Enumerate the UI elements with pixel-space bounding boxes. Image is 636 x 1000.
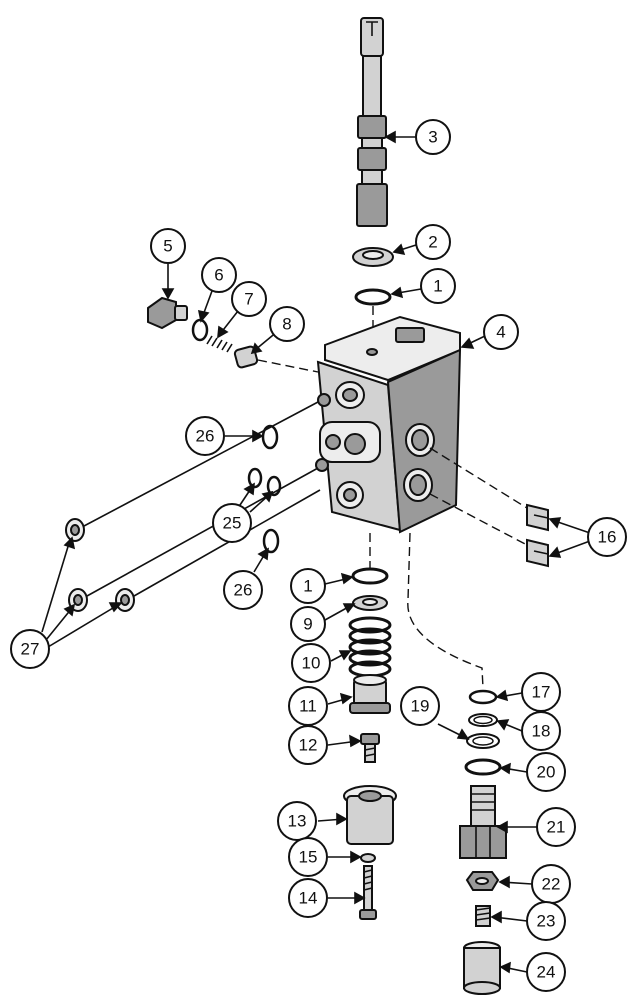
o-ring-top-part [354,288,392,306]
callout-20: 20 [526,752,566,792]
o-ring-small-part [191,318,209,342]
callout-2-label: 2 [428,233,437,252]
o-ring-17-part [468,689,498,705]
callout-19: 19 [400,686,440,726]
callout-12-label: 12 [299,736,318,755]
callout-8: 8 [269,306,305,342]
spring-10-part [348,616,392,678]
washer-15-part [360,853,376,863]
callout-1-top: 1 [420,268,456,304]
spring-small-part [206,335,233,353]
cap-24-part [463,941,501,995]
callout-14-label: 14 [299,889,318,908]
callout-8-label: 8 [282,315,291,334]
seal-retainer-part [352,247,394,267]
callout-24-label: 24 [537,963,556,982]
spring-23-part [475,905,491,927]
bolt-14-part [359,865,377,920]
callout-9: 9 [290,606,326,642]
o-ring-bottom-part [351,567,389,585]
callout-11-label: 11 [299,697,317,716]
callout-5: 5 [150,228,186,264]
callout-3: 3 [415,119,451,155]
callout-10: 10 [291,643,331,683]
o-ring-upper-part [261,424,279,450]
callout-19-label: 19 [411,697,430,716]
callout-9-label: 9 [303,615,312,634]
callout-22: 22 [531,864,571,904]
callout-25: 25 [212,503,252,543]
callout-27: 27 [10,629,50,669]
callout-12: 12 [288,725,328,765]
leader-lines [41,130,591,974]
callout-4-label: 4 [496,323,505,342]
screw-12-part [360,733,380,763]
valve-body-part [315,315,462,534]
cap-11-part [349,674,391,714]
callout-26-lower-label: 26 [234,581,253,600]
callout-22-label: 22 [542,875,561,894]
callout-3-label: 3 [428,128,437,147]
ring-18-part [468,713,498,727]
callout-26-upper-label: 26 [196,427,215,446]
plug-part [147,296,188,330]
callout-21: 21 [536,807,576,847]
callout-14: 14 [288,878,328,918]
callout-2: 2 [415,224,451,260]
callout-25-label: 25 [223,514,242,533]
poppet-part [233,345,259,369]
callout-1-bottom: 1 [290,568,326,604]
washer-9-part [352,595,388,611]
housing-13-part [343,785,397,845]
callout-17-label: 17 [532,683,551,702]
callout-1-top-label: 1 [433,277,442,296]
callout-4: 4 [483,314,519,350]
callout-13-label: 13 [288,812,307,831]
callout-15: 15 [288,837,328,877]
callout-18: 18 [521,711,561,751]
callout-11: 11 [288,686,328,726]
valve-21-part [459,785,507,859]
callout-26-lower: 26 [223,570,263,610]
callout-24: 24 [526,952,566,992]
callout-5-label: 5 [163,237,172,256]
callout-21-label: 21 [547,818,566,837]
callout-16-label: 16 [598,528,617,547]
callout-6-label: 6 [214,266,223,285]
callout-16: 16 [587,517,627,557]
callout-23: 23 [526,901,566,941]
callout-15-label: 15 [299,848,318,867]
nut-22-part [465,871,500,891]
clip-parts [526,503,549,568]
callout-20-label: 20 [537,763,556,782]
callout-7: 7 [231,281,267,317]
spool-part [356,17,388,227]
o-ring-20-part [464,758,502,776]
callout-18-label: 18 [532,722,551,741]
callout-17: 17 [521,672,561,712]
callout-27-label: 27 [21,640,40,659]
callout-10-label: 10 [302,654,321,673]
callout-7-label: 7 [244,290,253,309]
ring-19-part [466,733,500,749]
callout-6: 6 [201,257,237,293]
callout-1-bottom-label: 1 [303,577,312,596]
callout-23-label: 23 [537,912,556,931]
callout-13: 13 [277,801,317,841]
callout-26-upper: 26 [185,416,225,456]
o-ring-lower-part [262,528,280,554]
washer-parts [65,518,135,612]
o-ring-pair-part [247,467,282,497]
